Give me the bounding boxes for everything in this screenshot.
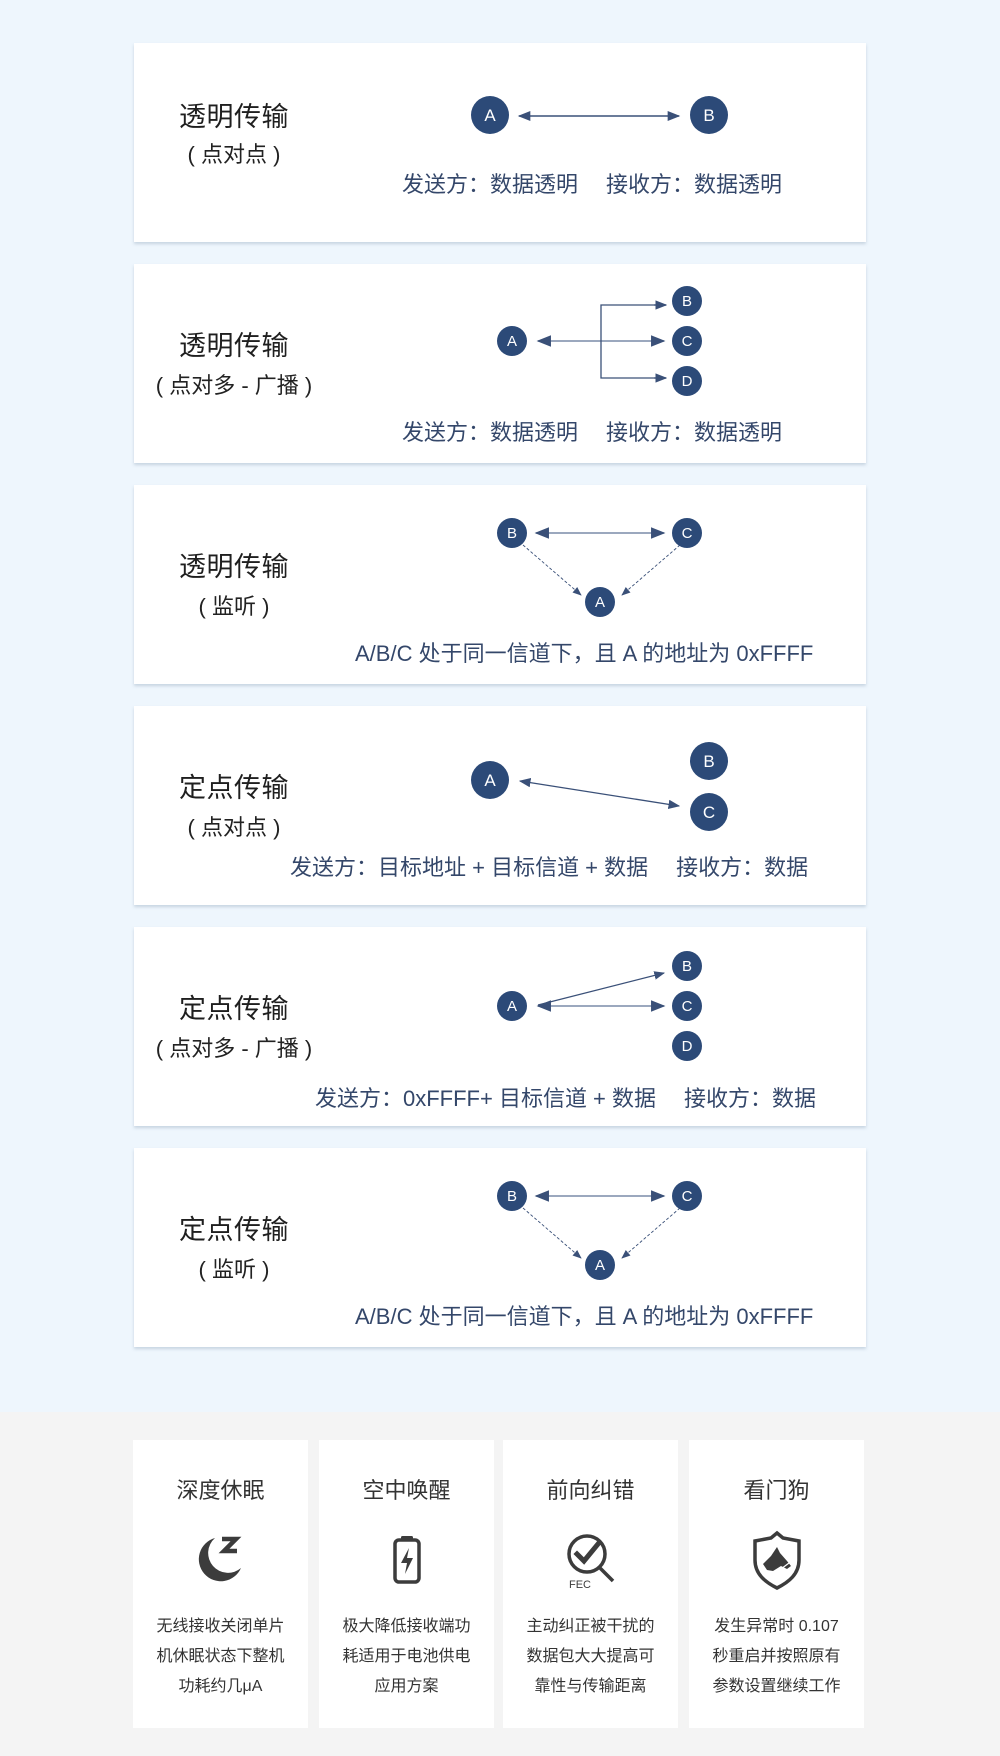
sender-label: 发送方：0xFFFF+ 目标信道 + 数据	[315, 1086, 657, 1111]
transfer-note: A/B/C 处于同一信道下，且 A 的地址为 0xFFFF	[355, 641, 814, 666]
svg-text:C: C	[682, 998, 693, 1015]
receiver-label: 接收方：数据	[676, 855, 809, 880]
transfer-description: 发送方：目标地址 + 目标信道 + 数据 接收方：数据	[290, 850, 808, 882]
node-b: B	[690, 96, 728, 134]
diagram-monitor-triangle: B C A	[497, 1181, 702, 1280]
mode-subtitle: ( 监听 )	[198, 594, 270, 619]
mode-card-fixed-p2p: 定点传输 ( 点对点 ) A B C 发送方：目标地址 + 目标信道 + 数据 接…	[134, 706, 866, 905]
feature-card-deep-sleep: 深度休眠 无线接收关闭单片 机休眠状态下整机 功耗约几μA	[133, 1440, 308, 1728]
feature-card-watchdog: 看门狗 发生异常时 0.107 秒重启并按照原有 参数设置继续工作	[689, 1440, 864, 1728]
node-a: A	[471, 96, 509, 134]
feature-description: 无线接收关闭单片 机休眠状态下整机 功耗约几μA	[156, 1618, 285, 1695]
mode-subtitle: ( 点对多 - 广播 )	[155, 373, 313, 398]
node-a: A	[471, 761, 509, 799]
feature-title: 看门狗	[743, 1478, 810, 1503]
feature-title: 深度休眠	[176, 1478, 265, 1503]
svg-text:C: C	[682, 525, 693, 542]
mode-title: 透明传输	[179, 331, 289, 361]
svg-text:C: C	[682, 333, 693, 350]
node-c: C	[672, 991, 702, 1021]
svg-text:B: B	[507, 525, 517, 542]
mode-title: 定点传输	[179, 994, 289, 1024]
feature-description: 极大降低接收端功 耗适用于电池供电 应用方案	[342, 1618, 471, 1695]
node-c: C	[672, 518, 702, 548]
svg-text:A: A	[507, 998, 517, 1015]
receiver-label: 接收方：数据	[684, 1086, 817, 1111]
receiver-label: 接收方：数据透明	[606, 172, 783, 197]
moon-sleep-icon	[198, 1536, 241, 1582]
mode-subtitle: ( 点对多 - 广播 )	[155, 1036, 313, 1061]
node-a: A	[497, 991, 527, 1021]
feature-title: 空中唤醒	[362, 1478, 451, 1503]
node-c: C	[672, 1181, 702, 1211]
feature-section: 深度休眠 无线接收关闭单片 机休眠状态下整机 功耗约几μA 空中唤醒 极大降低接…	[0, 1412, 1000, 1756]
mode-card-transparent-p2p: 透明传输 ( 点对点 ) A B 发送方：数据透明 接收方：数据透明	[134, 43, 866, 242]
node-b: B	[672, 286, 702, 316]
diagram-monitor-triangle: B C A	[497, 518, 702, 617]
diagram-broadcast-branch: A B C D	[497, 286, 702, 396]
mode-title: 透明传输	[179, 552, 289, 582]
mode-subtitle: ( 监听 )	[198, 1257, 270, 1282]
node-a: A	[497, 326, 527, 356]
svg-text:B: B	[703, 106, 714, 125]
transfer-description: 发送方：数据透明 接收方：数据透明	[402, 167, 782, 199]
node-b: B	[497, 518, 527, 548]
svg-text:A: A	[595, 1257, 605, 1274]
svg-text:C: C	[682, 1188, 693, 1205]
svg-text:A: A	[484, 106, 496, 125]
sender-label: 发送方：目标地址 + 目标信道 + 数据	[290, 855, 649, 880]
svg-text:A: A	[595, 594, 605, 611]
mode-title: 透明传输	[179, 102, 289, 132]
svg-text:B: B	[682, 293, 692, 310]
diagram-fixed-point-to-point: A B C	[471, 742, 728, 831]
svg-text:A: A	[507, 333, 517, 350]
feature-description: 发生异常时 0.107 秒重启并按照原有 参数设置继续工作	[712, 1618, 841, 1695]
fec-magnifier-icon: FEC	[566, 1534, 614, 1590]
svg-text:B: B	[703, 752, 714, 771]
svg-text:A: A	[484, 771, 496, 790]
mode-card-fixed-monitor: 定点传输 ( 监听 ) B C A A/B/C 处于同一信道下，且 A 的地址为…	[134, 1148, 866, 1347]
node-c: C	[672, 326, 702, 356]
feature-title: 前向纠错	[546, 1478, 635, 1503]
sender-label: 发送方：数据透明	[402, 172, 579, 197]
svg-text:D: D	[682, 1038, 693, 1055]
battery-charge-icon	[392, 1536, 421, 1584]
node-b: B	[690, 742, 728, 780]
node-b: B	[497, 1181, 527, 1211]
svg-text:B: B	[682, 958, 692, 975]
svg-text:B: B	[507, 1188, 517, 1205]
mode-card-fixed-broadcast: 定点传输 ( 点对多 - 广播 ) A B C D 发送方：0xFFFF+ 目标…	[134, 927, 866, 1126]
svg-text:C: C	[703, 803, 715, 822]
mode-title: 定点传输	[179, 1215, 289, 1245]
node-d: D	[672, 1031, 702, 1061]
mode-card-transparent-monitor: 透明传输 ( 监听 ) B C A A/B/C 处于同一信道下，且 A 的地址为…	[134, 485, 866, 684]
mode-card-transparent-broadcast: 透明传输 ( 点对多 - 广播 ) A B C D 发送方：数据透明 接收方：数据…	[134, 264, 866, 463]
transfer-description: 发送方：数据透明 接收方：数据透明	[402, 415, 782, 447]
transfer-description: 发送方：0xFFFF+ 目标信道 + 数据 接收方：数据	[315, 1081, 816, 1113]
sender-label: 发送方：数据透明	[402, 420, 579, 445]
diagram-fixed-broadcast: A B C D	[497, 951, 702, 1061]
mode-title: 定点传输	[179, 773, 289, 803]
feature-card-fec: 前向纠错 FEC 主动纠正被干扰的 数据包大大提高可 靠性与传输距离	[503, 1440, 678, 1728]
node-d: D	[672, 366, 702, 396]
watchdog-shield-icon	[752, 1530, 801, 1590]
node-b: B	[672, 951, 702, 981]
svg-text:FEC: FEC	[569, 1579, 591, 1590]
node-a: A	[585, 1250, 615, 1280]
mode-subtitle: ( 点对点 )	[187, 142, 281, 167]
node-c: C	[690, 793, 728, 831]
svg-text:D: D	[682, 373, 693, 390]
transfer-note: A/B/C 处于同一信道下，且 A 的地址为 0xFFFF	[355, 1304, 814, 1329]
feature-card-air-wakeup: 空中唤醒 极大降低接收端功 耗适用于电池供电 应用方案	[319, 1440, 494, 1728]
receiver-label: 接收方：数据透明	[606, 420, 783, 445]
feature-description: 主动纠正被干扰的 数据包大大提高可 靠性与传输距离	[526, 1618, 655, 1695]
mode-subtitle: ( 点对点 )	[187, 815, 281, 840]
node-a: A	[585, 587, 615, 617]
diagram-point-to-point: A B	[471, 96, 728, 134]
